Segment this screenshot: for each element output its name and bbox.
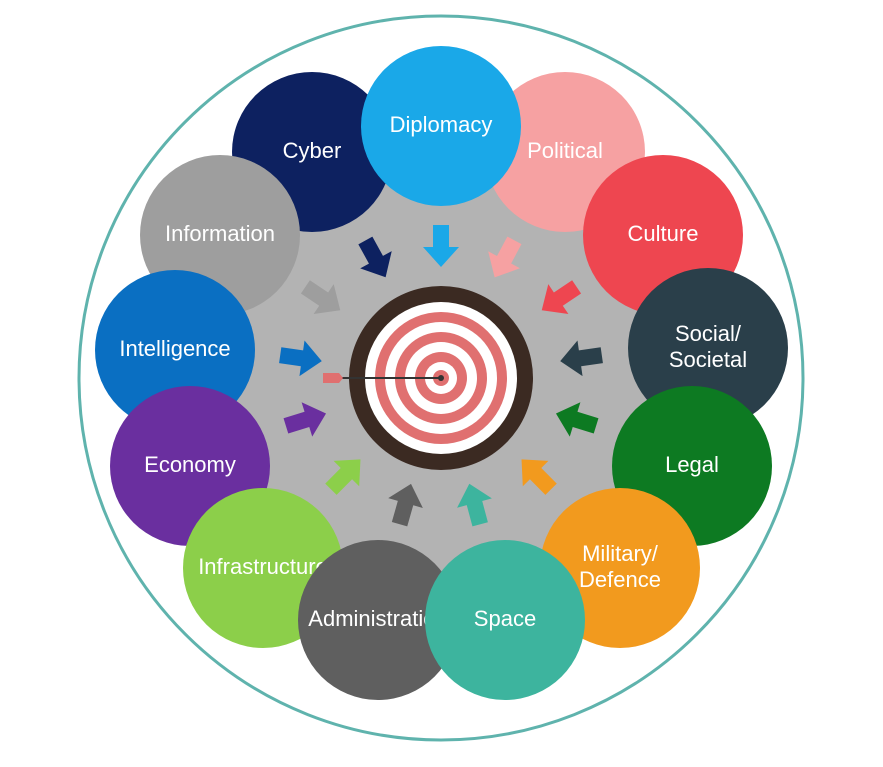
- administration-label: Administration: [308, 606, 447, 631]
- arrows-layer: [279, 225, 603, 527]
- administration-arrow-icon: [388, 483, 423, 527]
- space-circle: [425, 540, 585, 700]
- culture-arrow-icon: [541, 280, 582, 315]
- space-label: Space: [474, 606, 536, 631]
- space-arrow-icon: [457, 483, 492, 527]
- social-societal-arrow-icon: [560, 340, 603, 377]
- intelligence-circle: [95, 270, 255, 430]
- military-defence-arrow-icon: [521, 459, 557, 495]
- military-defence-label: Defence: [579, 567, 661, 592]
- administration-circle: [298, 540, 458, 700]
- diplomacy-circle: [361, 46, 521, 206]
- domain-node-social-societal: Social/Societal: [628, 268, 788, 428]
- dart-tip: [438, 375, 444, 381]
- domain-node-space: Space: [425, 540, 585, 700]
- diplomacy-label: Diplomacy: [390, 112, 493, 137]
- dart-flight: [323, 373, 343, 383]
- social-societal-label: Social/: [675, 321, 742, 346]
- intelligence-label: Intelligence: [119, 336, 230, 361]
- social-societal-label: Societal: [669, 347, 747, 372]
- intelligence-arrow-icon: [279, 340, 322, 377]
- culture-label: Culture: [628, 221, 699, 246]
- diplomacy-arrow-icon: [423, 225, 459, 267]
- cyber-label: Cyber: [283, 138, 342, 163]
- domain-node-diplomacy: Diplomacy: [361, 46, 521, 206]
- political-arrow-icon: [488, 236, 522, 278]
- military-defence-label: Military/: [582, 541, 659, 566]
- economy-arrow-icon: [283, 402, 327, 437]
- infrastructure-label: Infrastructure: [198, 554, 328, 579]
- infrastructure-arrow-icon: [325, 459, 361, 495]
- legal-arrow-icon: [555, 402, 599, 437]
- domain-node-administration: Administration: [298, 540, 458, 700]
- social-societal-circle: [628, 268, 788, 428]
- information-label: Information: [165, 221, 275, 246]
- target-icon: [323, 286, 533, 470]
- domain-node-intelligence: Intelligence: [95, 270, 255, 430]
- economy-label: Economy: [144, 452, 236, 477]
- information-arrow-icon: [300, 280, 341, 315]
- political-label: Political: [527, 138, 603, 163]
- cyber-arrow-icon: [358, 236, 392, 278]
- legal-label: Legal: [665, 452, 719, 477]
